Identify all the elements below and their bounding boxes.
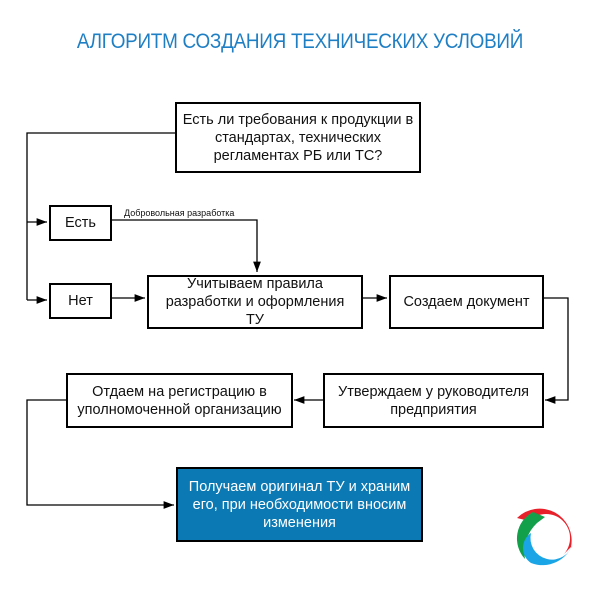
node-rules: Учитываем правила разработки и оформлени… [147, 275, 363, 329]
node-approve: Утверждаем у руководителя предприятия [323, 373, 544, 428]
node-no: Нет [49, 283, 112, 319]
node-create: Создаем документ [389, 275, 544, 329]
edge-yes-rules [111, 219, 261, 272]
node-yes: Есть [49, 205, 112, 241]
edge-label-voluntary: Добровольная разработка [124, 208, 235, 218]
page-title: АЛГОРИТМ СОЗДАНИЯ ТЕХНИЧЕСКИХ УСЛОВИЙ [76, 30, 524, 53]
edge-question-branch [26, 132, 175, 300]
node-final: Получаем оригинал ТУ и храним его, при н… [176, 467, 423, 542]
node-question: Есть ли требования к продукции в стандар… [175, 102, 421, 173]
node-register: Отдаем на регистрацию в уполномоченной о… [66, 373, 293, 428]
edge-register-final [26, 399, 174, 509]
logo [516, 508, 573, 566]
edge-create-approve [543, 297, 569, 404]
